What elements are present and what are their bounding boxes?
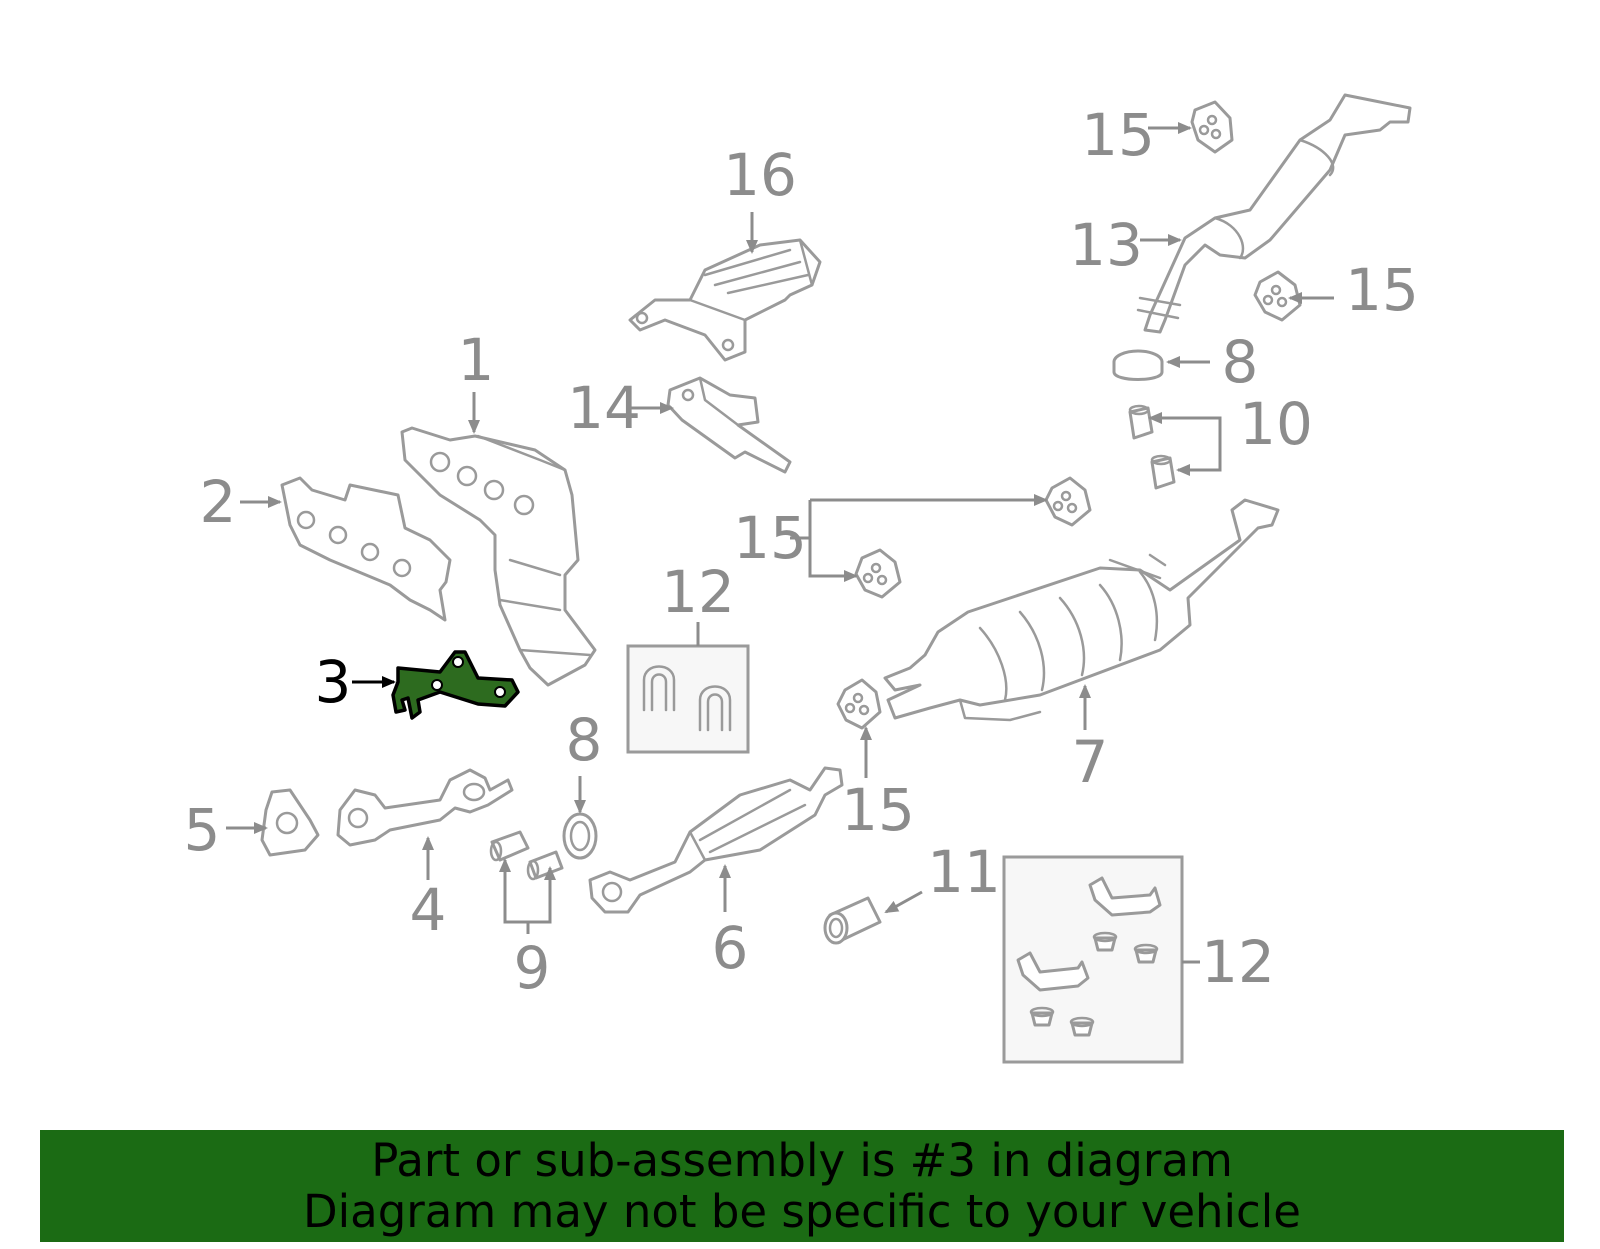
part-12-hardware-kit[interactable]: [1002, 855, 1184, 1064]
part-15-hanger-mid-lower[interactable]: [854, 548, 902, 599]
callout-12-upper[interactable]: 12: [661, 558, 735, 626]
callout-7[interactable]: 7: [1072, 728, 1109, 796]
callout-13[interactable]: 13: [1069, 211, 1143, 279]
part-15-hanger-low[interactable]: [836, 678, 882, 730]
callout-labels: 16 14 1 2 3 5 4 9 8 12 6 15 11 12 7 15 1…: [184, 101, 1419, 1002]
part-5-flange-gasket[interactable]: [260, 788, 320, 857]
callout-12-lower[interactable]: 12: [1201, 928, 1275, 996]
callout-11[interactable]: 11: [927, 838, 1001, 906]
part-1-exhaust-manifold[interactable]: [400, 426, 597, 687]
callout-16[interactable]: 16: [723, 141, 797, 209]
callout-5[interactable]: 5: [184, 796, 221, 864]
callout-1[interactable]: 1: [458, 326, 495, 394]
info-banner: Part or sub-assembly is #3 in diagram Di…: [40, 1130, 1564, 1242]
leader-lines: [226, 122, 1334, 964]
callout-10[interactable]: 10: [1239, 390, 1313, 458]
callout-15-top[interactable]: 15: [1081, 101, 1155, 169]
part-15-hanger-top[interactable]: [1190, 100, 1234, 154]
part-12-u-bolt-kit[interactable]: [626, 644, 750, 754]
banner-line-1: Part or sub-assembly is #3 in diagram: [371, 1134, 1233, 1187]
part-3-highlighted-bracket[interactable]: [391, 650, 520, 720]
part-6-catalytic-converter[interactable]: [588, 766, 844, 914]
callout-14[interactable]: 14: [567, 374, 641, 442]
banner-line-2: Diagram may not be specific to your vehi…: [303, 1185, 1301, 1238]
callout-4[interactable]: 4: [410, 876, 447, 944]
part-10-clamps[interactable]: [1128, 404, 1176, 490]
part-15-hanger-mid-upper[interactable]: [1044, 476, 1092, 527]
part-14-bracket[interactable]: [666, 376, 792, 474]
callout-15-right[interactable]: 15: [1345, 256, 1419, 324]
part-2-manifold-gasket[interactable]: [280, 476, 452, 622]
part-8-ring-gasket[interactable]: [562, 812, 598, 860]
callout-15-low[interactable]: 15: [841, 776, 915, 844]
callout-8-upper[interactable]: 8: [1222, 328, 1259, 396]
callout-3[interactable]: 3: [315, 648, 352, 716]
callout-2[interactable]: 2: [200, 468, 237, 536]
part-11-sleeve[interactable]: [823, 896, 882, 945]
part-13-rear-muffler[interactable]: [1136, 93, 1412, 334]
part-16-heat-shield[interactable]: [628, 238, 822, 362]
part-15-hanger-right[interactable]: [1253, 270, 1302, 322]
part-9-studs[interactable]: [489, 830, 564, 881]
part-7-center-muffler[interactable]: [883, 498, 1280, 722]
part-4-front-pipe[interactable]: [336, 768, 514, 847]
part-8-upper-ring[interactable]: [1112, 349, 1164, 381]
callout-6[interactable]: 6: [712, 914, 749, 982]
callout-8-lower[interactable]: 8: [566, 706, 603, 774]
callout-9[interactable]: 9: [514, 934, 551, 1002]
callout-15-mid[interactable]: 15: [733, 504, 807, 572]
